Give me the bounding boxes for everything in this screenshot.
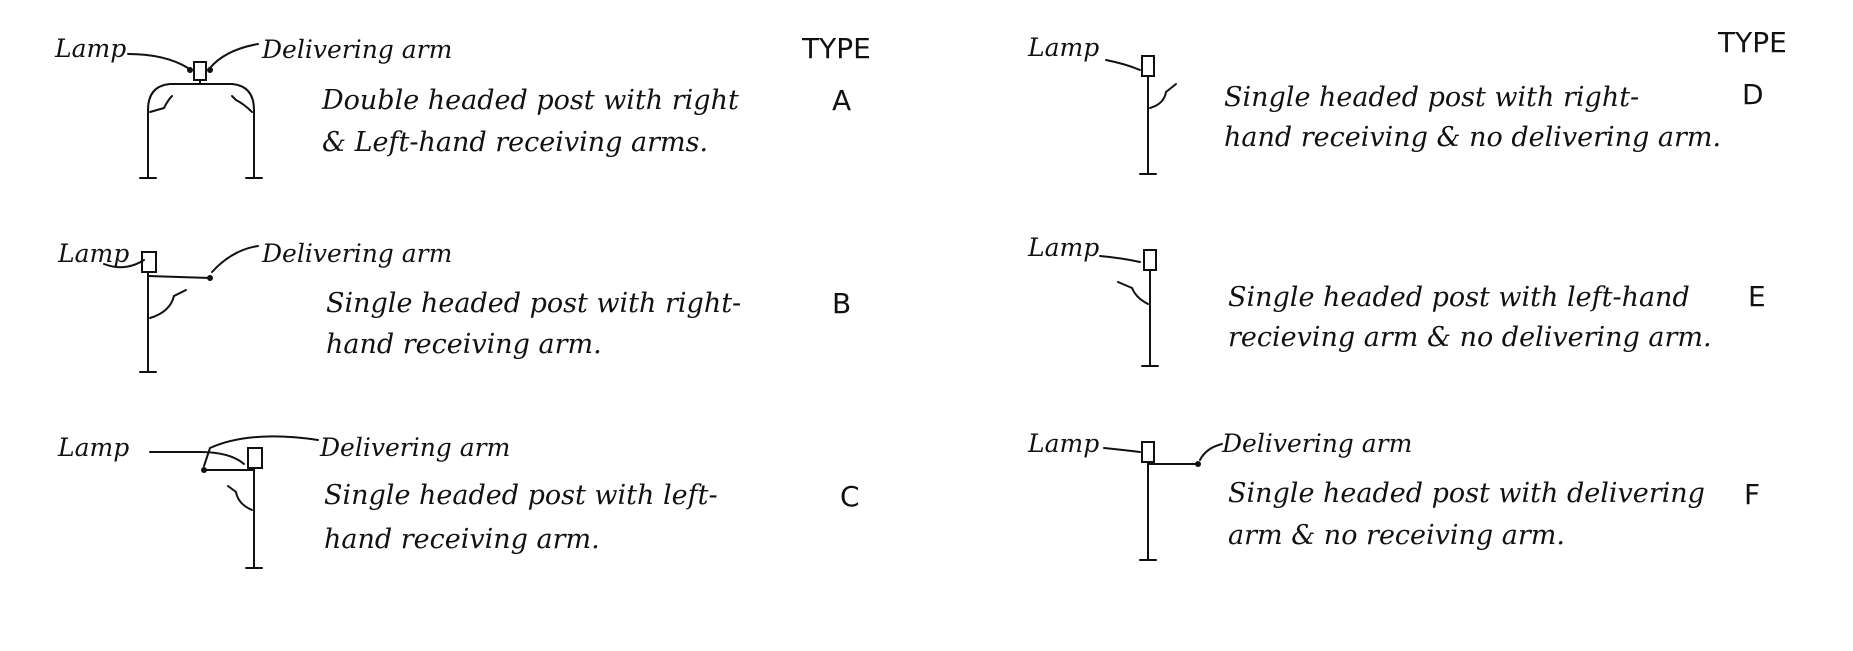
- type-a: A: [832, 84, 851, 117]
- description-f-line1: Single headed post with delivering: [1228, 478, 1705, 509]
- lamp-icon: [141, 251, 157, 273]
- description-d-line1: Single headed post with right-: [1224, 82, 1639, 113]
- diagram-type-b: [103, 245, 259, 373]
- delivering-arm-label-a: Delivering arm: [261, 35, 452, 64]
- diagram-type-f: [1103, 441, 1223, 561]
- type-header-right: TYPE: [1717, 26, 1787, 59]
- type-f: F: [1744, 478, 1760, 511]
- lamp-icon: [193, 61, 207, 81]
- diagram-type-c: [149, 435, 319, 569]
- lamp-icon: [1141, 55, 1155, 77]
- diagram-type-a: [127, 43, 263, 179]
- type-d: D: [1742, 78, 1764, 111]
- description-e-line2: recieving arm & no delivering arm.: [1228, 322, 1712, 353]
- description-d-line2: hand receiving & no delivering arm.: [1224, 122, 1721, 153]
- description-f-line2: arm & no receiving arm.: [1228, 520, 1565, 551]
- lamp-icon: [1143, 249, 1157, 271]
- delivering-arm-label-c: Delivering arm: [319, 433, 510, 462]
- lamp-label-a: Lamp: [54, 34, 126, 63]
- description-a-line1: Double headed post with right: [321, 85, 739, 116]
- lamp-label-c: Lamp: [57, 433, 129, 462]
- description-a-line2: & Left-hand receiving arms.: [322, 127, 708, 158]
- type-b: B: [832, 287, 851, 320]
- lamp-label-e: Lamp: [1027, 233, 1099, 262]
- lamp-label-b: Lamp: [57, 239, 129, 268]
- type-c: C: [840, 480, 860, 513]
- delivering-arm-label-b: Delivering arm: [261, 239, 452, 268]
- description-c-line1: Single headed post with left-: [324, 480, 718, 511]
- description-e-line1: Single headed post with left-hand: [1228, 282, 1690, 313]
- type-header-left: TYPE: [801, 32, 871, 65]
- delivering-arm-label-f: Delivering arm: [1221, 429, 1412, 458]
- description-b-line2: hand receiving arm.: [326, 329, 602, 360]
- diagram-type-e: [1099, 249, 1159, 367]
- description-b-line1: Single headed post with right-: [326, 288, 741, 319]
- description-c-line2: hand receiving arm.: [324, 524, 600, 555]
- diagram-type-d: [1105, 55, 1177, 175]
- lamp-label-d: Lamp: [1027, 33, 1099, 62]
- lamp-label-f: Lamp: [1027, 429, 1099, 458]
- lamp-icon: [1141, 441, 1155, 463]
- type-e: E: [1748, 280, 1766, 313]
- lamp-icon: [247, 447, 263, 469]
